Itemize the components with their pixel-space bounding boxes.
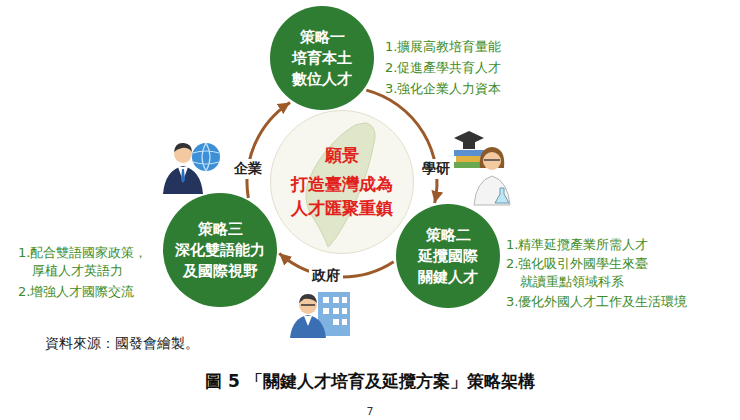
node-text-group: 策略二延攬國際 關鍵人才 — [418, 225, 478, 288]
sector-label: 企業 — [231, 159, 265, 179]
node-heading: 策略二 — [426, 225, 471, 246]
head — [483, 152, 501, 170]
tie — [181, 169, 185, 183]
node-body: 打造臺灣成為 人才匯聚重鎮 — [291, 172, 393, 221]
book — [454, 150, 484, 156]
node-text-group: 策略一培育本土 數位人才 — [292, 27, 352, 90]
strategy-item: 1.配合雙語國家政策， 厚植人才英語力 — [18, 244, 178, 280]
vision-circle: 願景打造臺灣成為 人才匯聚重鎮 — [270, 110, 414, 254]
businessman-icon — [163, 143, 220, 194]
lab-coat — [474, 176, 510, 205]
hair — [299, 294, 317, 303]
node-text-group: 策略三深化雙語能力 及國際視野 — [175, 219, 265, 282]
node-heading: 策略一 — [300, 27, 345, 48]
graduation-cap — [463, 141, 475, 149]
flask — [495, 188, 509, 203]
scientist-icon — [454, 131, 510, 205]
strategy-item: 2.強化吸引外國學生來臺 就讀重點領域科系 — [506, 255, 718, 291]
glasses — [301, 304, 315, 305]
sector-label: 政府 — [309, 266, 343, 286]
strategy-item: 1.擴展高教培育量能 — [385, 38, 501, 56]
figure-caption: 圖 5 「關鍵人才培育及延攬方案」策略架構 — [0, 370, 740, 393]
node-text-group: 願景打造臺灣成為 人才匯聚重鎮 — [291, 143, 393, 221]
node-body: 深化雙語能力 及國際視野 — [175, 240, 265, 282]
strategy-circle: 策略二延攬國際 關鍵人才 — [396, 204, 500, 308]
book — [454, 162, 484, 168]
strategy-circle: 策略一培育本土 數位人才 — [270, 6, 374, 110]
hair — [174, 143, 192, 152]
strategy-item: 1.精準延攬產業所需人才 — [506, 236, 648, 254]
strategy-item: 3.強化企業人力資本 — [385, 80, 501, 98]
node-heading: 願景 — [325, 143, 359, 168]
globe — [192, 143, 220, 171]
person-body — [290, 315, 326, 338]
book — [456, 156, 484, 162]
suit — [163, 166, 203, 194]
globe-lines — [193, 143, 219, 171]
strategy-item: 3.優化外國人才工作及生活環境 — [506, 293, 687, 311]
node-body: 培育本土 數位人才 — [292, 48, 352, 90]
glasses — [484, 159, 500, 160]
node-body: 延攬國際 關鍵人才 — [418, 246, 478, 288]
page-number: 7 — [0, 403, 740, 420]
government-icon — [290, 292, 350, 338]
node-heading: 策略三 — [198, 219, 243, 240]
strategy-item: 2.增強人才國際交流 — [18, 283, 134, 301]
strategy-circle: 策略三深化雙語能力 及國際視野 — [163, 193, 277, 307]
strategy-item: 2.促進產學共育人才 — [385, 59, 501, 77]
source-note: 資料來源：國發會繪製。 — [45, 334, 199, 352]
sector-label: 學研 — [419, 159, 453, 179]
shirt — [304, 316, 312, 326]
